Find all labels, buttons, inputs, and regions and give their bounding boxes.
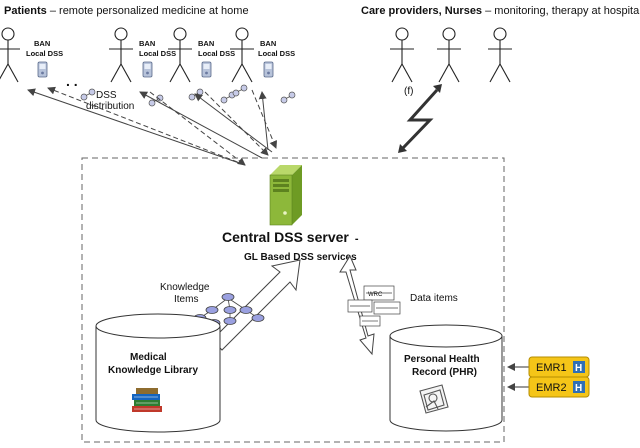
svg-text:BAN: BAN <box>139 39 155 48</box>
provider-1 <box>389 27 415 83</box>
system-boundary <box>81 157 505 443</box>
node-pair <box>80 88 96 101</box>
books-icon <box>132 388 162 412</box>
stick-figure-icon <box>389 27 415 83</box>
library-title-1: Medical <box>130 352 167 363</box>
stick-figure-icon <box>0 27 21 83</box>
stick-figure-icon <box>436 27 462 83</box>
svg-text:Local DSS: Local DSS <box>258 49 295 58</box>
mobile-device-icon <box>142 61 153 78</box>
server-tower-icon <box>269 165 302 226</box>
patient-2: BAN Local DSS <box>108 27 176 83</box>
knowledge-flow-arrow <box>211 259 301 351</box>
emr1-label: EMR1 <box>536 362 567 374</box>
knowledge-library-db <box>95 313 221 433</box>
hospital-icon: H <box>575 363 582 374</box>
svg-text:BAN: BAN <box>260 39 276 48</box>
svg-text:Local DSS: Local DSS <box>139 49 176 58</box>
patient-3: BAN Local DSS <box>167 27 235 83</box>
patients-ellipsis: . . <box>66 73 78 89</box>
f-label: (f) <box>404 86 413 97</box>
mobile-device-icon <box>201 61 212 78</box>
items-label: Items <box>174 294 198 305</box>
wireless-link-icon <box>398 84 442 153</box>
library-title-2: Knowledge Library <box>108 365 198 376</box>
svg-text:BAN: BAN <box>34 39 50 48</box>
node-pair <box>280 91 296 104</box>
stick-figure-icon <box>108 27 134 83</box>
hospital-icon: H <box>575 383 582 394</box>
node-pair <box>232 84 248 97</box>
patient-4: BAN Local DSS <box>229 27 295 83</box>
dss-label: DSS <box>96 90 117 101</box>
distribution-arrows <box>27 86 278 166</box>
mobile-device-icon <box>37 61 48 78</box>
emr2-label: EMR2 <box>536 382 567 394</box>
mobile-device-icon <box>263 61 274 78</box>
distribution-label: distribution <box>86 101 134 112</box>
phr-db <box>389 324 503 432</box>
server-title: Central DSS server- <box>222 229 359 245</box>
emr2-box[interactable]: EMR2 H <box>507 376 590 398</box>
providers-header: Care providers, Nurses – monitoring, the… <box>361 5 640 17</box>
wrc-label: WRC <box>368 292 383 298</box>
stick-figure-icon <box>487 27 513 83</box>
data-records-icon <box>347 285 401 327</box>
patients-header: Patients – remote personalized medicine … <box>4 5 249 17</box>
patient-1: BAN Local DSS <box>0 27 63 83</box>
provider-2 <box>436 27 462 83</box>
svg-text:Local DSS: Local DSS <box>26 49 63 58</box>
svg-text:Local DSS: Local DSS <box>198 49 235 58</box>
data-items-label: Data items <box>410 293 458 304</box>
svg-text:BAN: BAN <box>198 39 214 48</box>
phr-title-1: Personal Health <box>404 354 480 365</box>
server-subtitle: GL Based DSS services <box>244 252 357 263</box>
knowledge-label: Knowledge <box>160 282 210 293</box>
emr1-box[interactable]: EMR1 H <box>507 356 590 378</box>
provider-3 <box>487 27 513 83</box>
medical-records-icon <box>419 384 449 414</box>
phr-title-2: Record (PHR) <box>412 367 477 378</box>
